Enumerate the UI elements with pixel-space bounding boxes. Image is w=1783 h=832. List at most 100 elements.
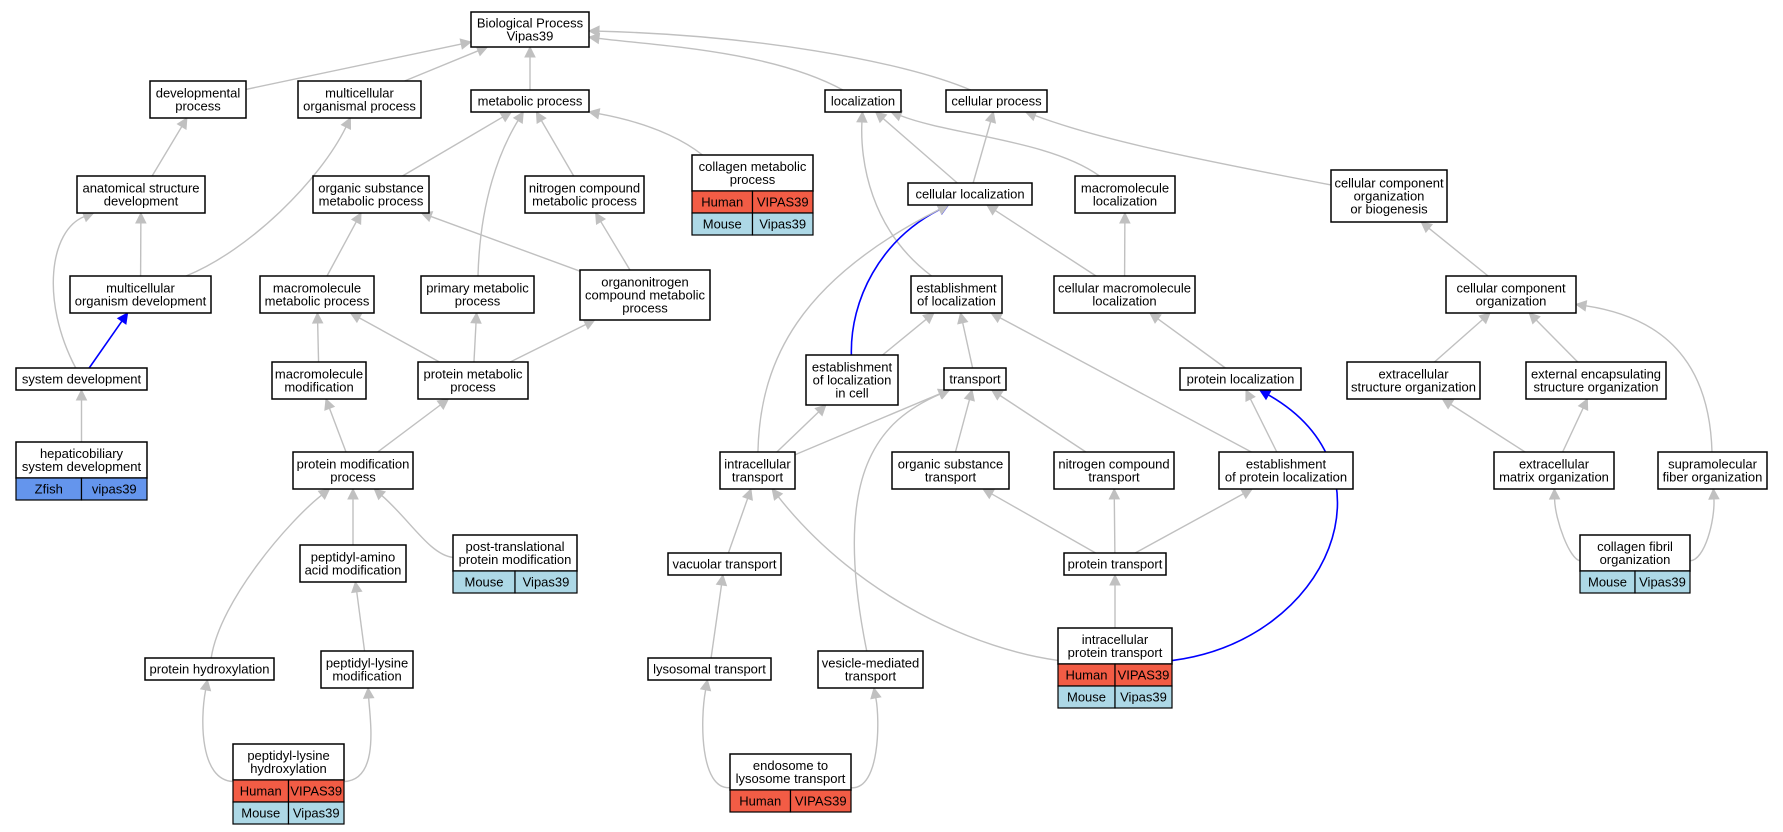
go-term-label: peptidyl-amino	[311, 550, 396, 565]
arrowhead	[715, 573, 728, 587]
arrowhead	[459, 38, 473, 50]
go-term-node[interactable]: transport	[943, 367, 1007, 391]
arrowhead	[1245, 388, 1256, 402]
go-term-label: supramolecular	[1668, 457, 1758, 472]
go-term-node[interactable]: cellular localization	[907, 182, 1033, 206]
arrowhead	[1548, 487, 1561, 500]
edge-line	[343, 697, 372, 783]
go-term-box	[69, 275, 212, 314]
arrowhead	[587, 32, 601, 45]
go-term-box	[667, 552, 782, 576]
arrowhead	[814, 404, 827, 417]
edge-line	[52, 215, 85, 369]
go-term-label: in cell	[835, 386, 868, 401]
arrowhead	[512, 111, 524, 124]
go-term-node[interactable]: vacuolar transport	[667, 552, 782, 576]
go-term-node[interactable]: protein hydroxylation	[144, 657, 275, 681]
go-term-label: protein modification	[459, 552, 572, 567]
go-term-label: collagen metabolic	[699, 159, 807, 174]
go-term-node[interactable]: cellular process	[945, 89, 1048, 113]
is-a-edge	[199, 678, 234, 783]
edge-line	[598, 30, 971, 91]
edge-line	[600, 221, 631, 271]
gene-symbol: vipas39	[92, 482, 137, 497]
go-term-label: establishment	[1246, 457, 1327, 472]
go-term-node[interactable]: protein transport	[1063, 552, 1167, 576]
go-term-node[interactable]: protein localization	[1179, 367, 1302, 391]
go-term-label: system development	[22, 459, 142, 474]
go-term-label: hydroxylation	[250, 761, 327, 776]
species-label: Human	[701, 195, 743, 210]
go-term-label: nitrogen compound	[1058, 457, 1169, 472]
is-a-edge	[1434, 312, 1491, 363]
edge-line	[88, 320, 123, 369]
is-a-edge	[595, 212, 631, 271]
is-a-edge	[373, 488, 454, 559]
go-term-label: metabolic process	[319, 194, 424, 209]
go-term-node[interactable]: lysosomal transport	[647, 657, 772, 681]
edge-line	[1171, 394, 1339, 662]
go-term-label: protein transport	[1068, 557, 1163, 572]
go-term-label: multicellular	[325, 86, 394, 101]
edge-line	[381, 495, 454, 559]
go-term-box	[1074, 175, 1176, 214]
species-cell	[514, 570, 578, 594]
go-term-label: of localization	[917, 294, 996, 309]
is-a-edge	[535, 111, 575, 177]
edge-line	[358, 317, 440, 363]
go-term-label: cellular process	[951, 94, 1042, 109]
is-a-edge	[1134, 488, 1254, 554]
go-term-node[interactable]: system development	[15, 367, 148, 391]
go-term-label: peptidyl-lysine	[247, 748, 329, 763]
is-a-edge	[727, 487, 753, 554]
go-term-label: protein modification	[297, 457, 410, 472]
edge-line	[776, 411, 820, 453]
go-term-node[interactable]: metabolic process	[470, 89, 590, 113]
arrowhead	[317, 488, 331, 501]
edge-line	[1134, 493, 1244, 554]
arrowhead	[856, 110, 868, 123]
arrowhead	[524, 45, 536, 58]
edge-line	[994, 209, 1097, 277]
go-term-node[interactable]: localization	[824, 89, 902, 113]
arrowhead	[340, 116, 352, 130]
